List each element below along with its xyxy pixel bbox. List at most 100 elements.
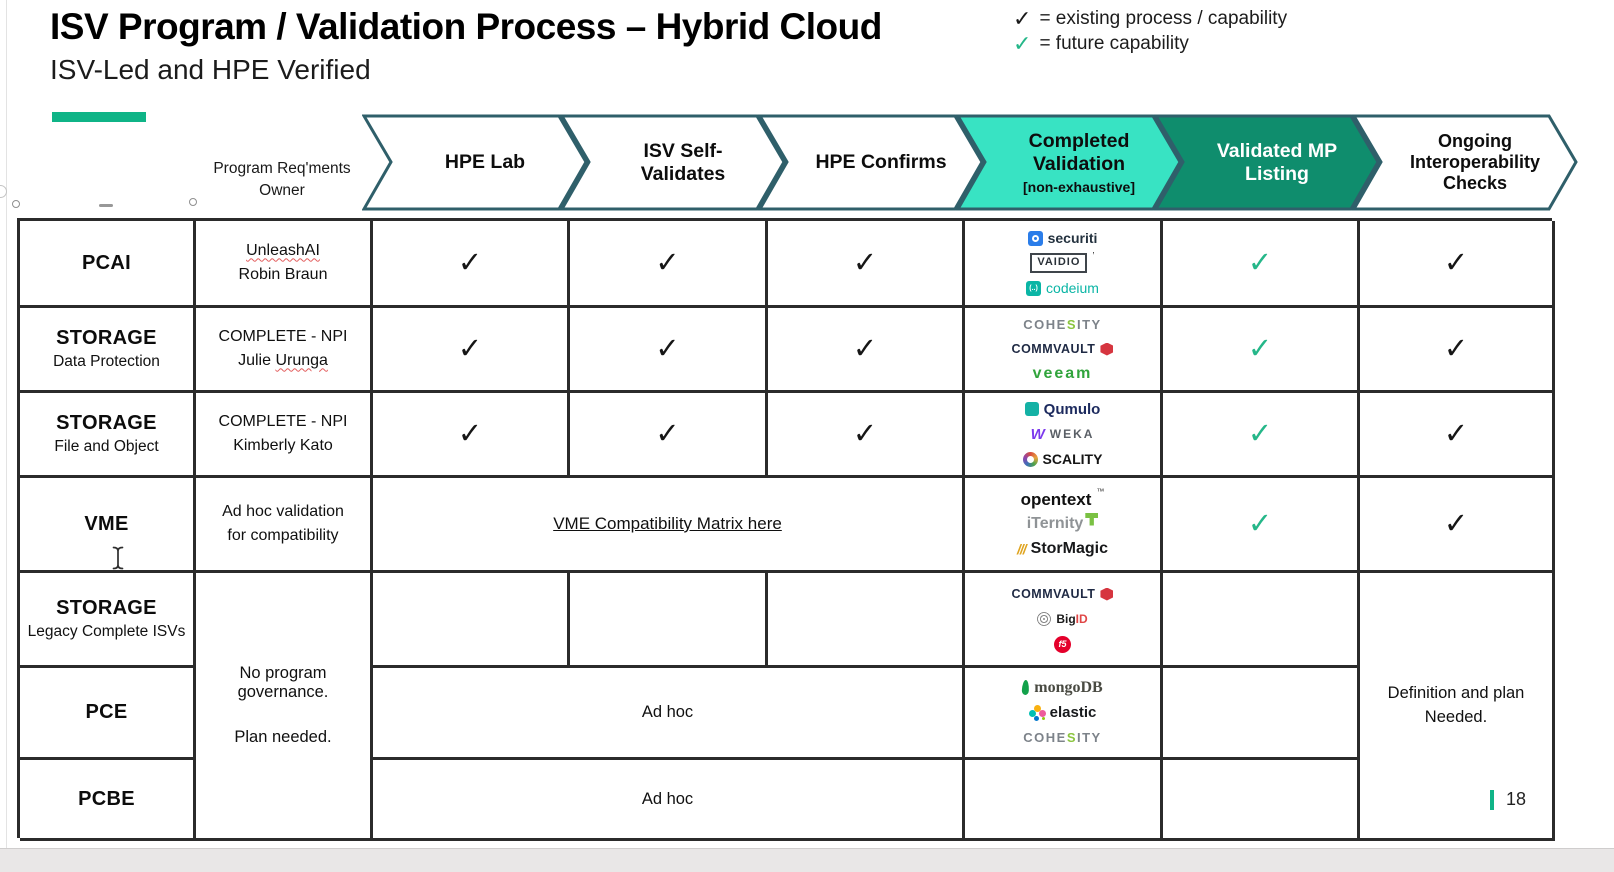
governance-line: Plan needed. [234, 728, 332, 746]
check-cell: ✓ [768, 393, 965, 478]
check-cell: ✓ [1163, 478, 1360, 573]
vaidio-logo: VAIDIO ’ [1030, 251, 1095, 276]
governance-line: No program governance. [237, 664, 329, 701]
qumulo-logo: Qumulo [1024, 397, 1100, 422]
veeam-logo: veeam [1032, 365, 1093, 382]
chevron-label: Validated MP Listing [1216, 139, 1338, 185]
pcbe-adhoc-cell: Ad hoc [373, 760, 965, 841]
check-cell: ✓ [1163, 221, 1360, 308]
vme-matrix-cell: VME Compatibility Matrix here [373, 478, 965, 573]
f5-logo: f5 [1054, 632, 1071, 657]
check-future-icon: ✓ [1247, 246, 1273, 279]
check-existing-icon: ✓ [457, 417, 483, 450]
empty-cell [1163, 760, 1360, 841]
chevron-label: ISV Self- Validates [640, 139, 726, 185]
accent-bar [52, 112, 146, 122]
definition-plan-cell: Definition and plan Needed. 18 [1360, 573, 1555, 841]
chevron-shape-icon [560, 114, 786, 211]
check-cell: ✓ [1163, 393, 1360, 478]
chevron-isv-self-validates: ISV Self- Validates [560, 114, 786, 211]
check-future-icon: ✓ [1247, 332, 1273, 365]
commvault-icon [1100, 587, 1114, 601]
bigid-fingerprint-icon [1037, 612, 1052, 626]
iternity-icon [1085, 512, 1099, 526]
check-cell: ✓ [1360, 393, 1555, 478]
owner-line: Julie Urunga [238, 351, 328, 369]
elastic-logo: elastic [1029, 700, 1096, 725]
scality-icon [1022, 451, 1038, 467]
vme-compatibility-matrix-link[interactable]: VME Compatibility Matrix here [553, 514, 782, 533]
legend-future: ✓ = future capability [1013, 33, 1287, 55]
pce-adhoc-cell: Ad hoc [373, 668, 965, 760]
check-existing-icon: ✓ [655, 332, 680, 365]
stormagic-icon: /// [1016, 541, 1027, 557]
row-label-pce: PCE [20, 668, 196, 760]
codeium-icon: (..) [1026, 280, 1042, 296]
check-cell: ✓ [768, 308, 965, 393]
check-existing-icon: ✓ [852, 246, 878, 279]
logo-cell-pcai: securiti VAIDIO ’ (..) codeium [965, 221, 1163, 308]
commvault-icon [1100, 342, 1114, 356]
owner-line: for compatibility [227, 526, 339, 544]
check-cell: ✓ [570, 308, 768, 393]
owner-cell-storage-fo: COMPLETE - NPI Kimberly Kato [196, 393, 373, 478]
chevron-ongoing-interoperability: Ongoing Interoperability Checks [1352, 114, 1578, 211]
check-icon: ✓ [1013, 31, 1032, 56]
owner-line: Ad hoc validation [222, 502, 344, 520]
empty-cell [768, 573, 965, 668]
check-cell: ✓ [570, 393, 768, 478]
page-title: ISV Program / Validation Process – Hybri… [50, 6, 882, 47]
chevron-hpe-lab: HPE Lab [362, 114, 588, 211]
chevron-label: HPE Confirms [815, 151, 947, 173]
commvault-logo: COMMVAULT [1012, 337, 1114, 362]
text-cursor [110, 545, 126, 576]
empty-cell [1163, 573, 1360, 668]
mongodb-logo: mongoDB [1021, 675, 1103, 700]
opentext-logo: opentext ™ [1020, 486, 1105, 509]
commvault-logo: COMMVAULT [1012, 582, 1114, 607]
owner-line: Kimberly Kato [233, 436, 333, 454]
chevron-shape-icon [362, 114, 588, 211]
check-existing-icon: ✓ [1443, 246, 1469, 279]
check-existing-icon: ✓ [852, 417, 878, 450]
check-cell: ✓ [373, 308, 570, 393]
iternity-logo: iTernity [1027, 512, 1099, 537]
empty-cell [373, 573, 570, 668]
owner-cell-vme: Ad hoc validation for compatibility [196, 478, 373, 573]
definition-line: Definition and plan [1387, 683, 1525, 702]
securiti-icon [1027, 230, 1043, 246]
slide-left-edge [6, 0, 7, 872]
chevron-label: HPE Lab [444, 151, 526, 173]
legend-existing: ✓ = existing process / capability [1013, 8, 1287, 30]
logo-cell-vme: opentext ™ iTernity /// StorMagic [965, 478, 1163, 573]
row-label-vme: VME [20, 478, 196, 573]
owner-cell-no-governance: No program governance. Plan needed. [196, 573, 373, 841]
page-number-accent-bar [1489, 789, 1494, 810]
check-cell: ✓ [373, 393, 570, 478]
check-existing-icon: ✓ [655, 246, 680, 279]
f5-icon: f5 [1054, 635, 1071, 653]
check-existing-icon: ✓ [852, 332, 878, 365]
owner-line: UnleashAI [246, 241, 320, 259]
check-existing-icon: ✓ [457, 332, 483, 365]
chevron-completed-validation: Completed Validation [non-exhaustive] [956, 114, 1182, 211]
chevron-hpe-confirms: HPE Confirms [758, 114, 984, 211]
check-cell: ✓ [1360, 308, 1555, 393]
ibeam-cursor-icon [112, 546, 124, 570]
logo-cell-storage-legacy: COMMVAULT BigID f5 [965, 573, 1163, 668]
elastic-icon [1029, 704, 1045, 721]
check-future-icon: ✓ [1247, 507, 1273, 540]
definition-line: Needed. [1424, 707, 1488, 726]
check-cell: ✓ [1360, 221, 1555, 308]
owner-cell-storage-dp: COMPLETE - NPI Julie Urunga [196, 308, 373, 393]
scality-logo: SCALITY [1022, 447, 1102, 472]
validation-table: PCAI UnleashAI Robin Braun ✓ ✓ ✓ securit… [17, 218, 1555, 841]
selection-handle-dash [99, 204, 113, 207]
check-cell: ✓ [1360, 478, 1555, 573]
bigid-logo: BigID [1037, 607, 1088, 632]
weka-logo: W WEKA [1030, 425, 1095, 443]
check-existing-icon: ✓ [457, 246, 483, 279]
check-icon: ✓ [1013, 6, 1032, 31]
qumulo-icon [1024, 402, 1039, 416]
